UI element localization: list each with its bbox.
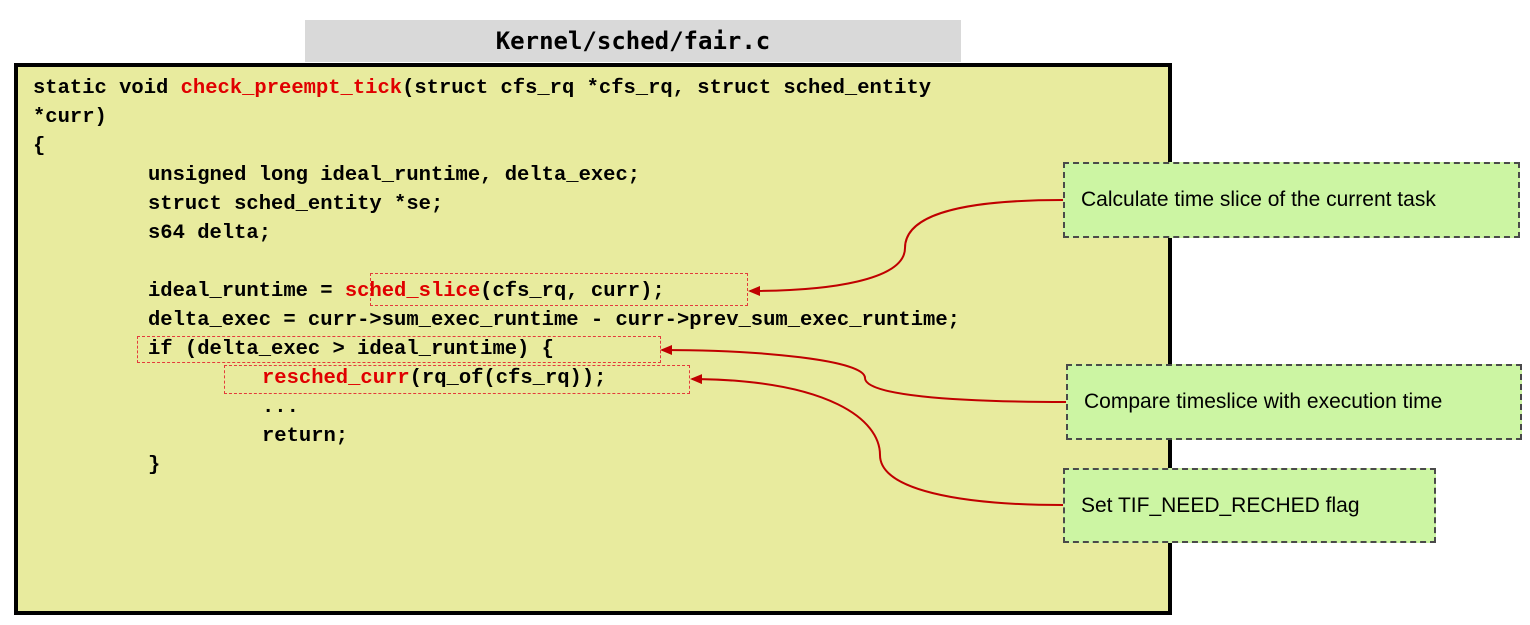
code-line-delta-exec: delta_exec = curr->sum_exec_runtime - cu… xyxy=(148,309,960,332)
code-line-close-brace: } xyxy=(148,454,161,477)
callout-text: Set TIF_NEED_RECHED flag xyxy=(1081,493,1360,517)
code-text: (cfs_rq, curr); xyxy=(480,280,665,303)
callout-compare-timeslice: Compare timeslice with execution time xyxy=(1066,364,1522,440)
arrow-to-if-condition xyxy=(660,345,1067,403)
callout-text: Compare timeslice with execution time xyxy=(1084,390,1443,413)
code-line-ellipsis: ... xyxy=(262,396,299,419)
callout-set-flag: Set TIF_NEED_RECHED flag xyxy=(1063,468,1436,543)
code-text: (struct cfs_rq *cfs_rq, struct sched_ent… xyxy=(402,77,932,100)
code-line-signature-cont: *curr) xyxy=(33,106,107,129)
code-line-decl-runtime: unsigned long ideal_runtime, delta_exec; xyxy=(148,164,641,187)
file-title: Kernel/sched/fair.c xyxy=(305,20,961,62)
function-name-sched-slice: sched_slice xyxy=(344,280,481,303)
highlight-sched-slice xyxy=(370,273,748,306)
callout-calculate-slice: Calculate time slice of the current task xyxy=(1063,162,1520,238)
function-name-check-preempt-tick: check_preempt_tick xyxy=(180,77,403,100)
arrow-to-sched-slice xyxy=(748,199,1064,296)
code-text: static void xyxy=(33,77,181,100)
code-line-decl-delta: s64 delta; xyxy=(148,222,272,245)
code-line-return: return; xyxy=(262,425,349,448)
code-line-ideal-runtime: ideal_runtime = sched_slice(cfs_rq, curr… xyxy=(148,277,665,306)
code-text: ideal_runtime = xyxy=(148,280,345,303)
highlight-resched-curr xyxy=(224,365,690,394)
code-line-signature: static void check_preempt_tick(struct cf… xyxy=(33,74,931,103)
code-text: (rq_of(cfs_rq)); xyxy=(409,367,607,390)
function-name-resched-curr: resched_curr xyxy=(262,367,410,390)
arrow-to-resched-curr xyxy=(690,374,1064,506)
code-line-resched: resched_curr(rq_of(cfs_rq)); xyxy=(262,364,606,393)
code-line-open-brace: { xyxy=(33,135,46,158)
callout-text: Calculate time slice of the current task xyxy=(1081,188,1436,211)
code-line-if: if (delta_exec > ideal_runtime) { xyxy=(148,338,554,361)
code-line-decl-se: struct sched_entity *se; xyxy=(148,193,444,216)
code-panel xyxy=(14,63,1172,615)
